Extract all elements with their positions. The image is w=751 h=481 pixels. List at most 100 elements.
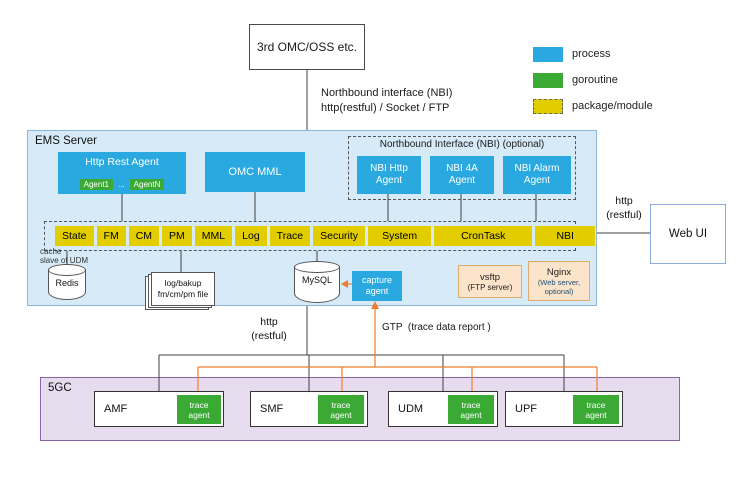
legend-goroutine-swatch (533, 73, 563, 88)
module-state: State (55, 226, 94, 246)
nbi-http-agent-line1: NBI Http (370, 163, 408, 174)
upf-trace-line2: agent (585, 409, 607, 420)
nginx-box: Nginx (Web server, optional) (528, 261, 590, 301)
module-security: Security (313, 226, 366, 246)
module-pm: PM (162, 226, 192, 246)
nf-upf-box: UPF trace agent (505, 391, 623, 427)
redis-cylinder-top (48, 264, 86, 276)
3rd-omc-oss-box: 3rd OMC/OSS etc. (249, 24, 365, 70)
http-right-line2: (restful) (606, 209, 642, 221)
legend-package-swatch (533, 99, 563, 114)
capture-agent-box: capture agent (352, 271, 402, 301)
nbi-alarm-agent-box: NBI Alarm Agent (503, 156, 571, 194)
vsftp-box: vsftp (FTP server) (458, 265, 522, 298)
mysql-db: MySQL (294, 261, 340, 303)
http-bottom-line1: http (260, 316, 278, 328)
nbi-http-agent-line2: Agent (375, 175, 403, 186)
legend-package-label: package/module (572, 100, 653, 112)
omc-mml-box: OMC MML (205, 152, 305, 192)
redis-db: Redis (48, 264, 86, 300)
upf-trace-line1: trace (586, 399, 606, 410)
files-line2: fm/cm/pm file (157, 289, 209, 299)
nf-udm-label: UDM (398, 403, 424, 415)
arrow-up-capture-agent (371, 301, 379, 309)
agent1-goroutine: Agent1 (79, 179, 113, 190)
smf-trace-agent-box: trace agent (318, 395, 364, 424)
nbi-group-title: Northbound Interface (NBI) (optional) (379, 139, 545, 150)
omc-mml-label: OMC MML (228, 166, 282, 178)
3rd-omc-oss-label: 3rd OMC/OSS etc. (256, 40, 358, 54)
redis-note-line2: slave of UDM (40, 256, 89, 265)
http-bottom-line2: (restful) (251, 330, 287, 342)
nginx-line3: optional) (544, 286, 574, 296)
module-system: System (368, 226, 432, 246)
redis-note-line1: cache (40, 247, 62, 256)
http-right-line1: http (615, 195, 633, 207)
http-rest-agent-title: Http Rest Agent (85, 156, 159, 168)
nginx-line2: (Web server, (537, 277, 581, 287)
agentN-goroutine: AgentN (129, 179, 165, 190)
udm-trace-line1: trace (461, 399, 481, 410)
amf-trace-agent-box: trace agent (177, 395, 221, 424)
ems-server-title: EMS Server (35, 135, 97, 147)
mysql-cylinder-top (294, 261, 340, 273)
vsftp-line1: vsftp (479, 271, 501, 283)
nbi-http-agent-box: NBI Http Agent (357, 156, 421, 194)
capture-agent-line2: agent (365, 286, 389, 296)
upf-trace-agent-box: trace agent (573, 395, 619, 424)
http-restful-right-label: http (restful) (598, 194, 650, 222)
files-line1: log/bakup (164, 278, 202, 288)
amf-trace-line1: trace (189, 399, 209, 410)
nbi-note-line2: http(restful) / Socket / FTP (321, 102, 450, 114)
capture-agent-line1: capture (361, 275, 393, 285)
module-nbi: NBI (535, 226, 595, 246)
mysql-label: MySQL (301, 275, 332, 285)
nbi-note: Northbound interface (NBI) http(restful)… (321, 86, 452, 116)
module-fm: FM (96, 226, 126, 246)
nbi-4a-agent-line1: NBI 4A (446, 163, 478, 174)
nbi-note-line1: Northbound interface (NBI) (321, 87, 453, 99)
gtp-label: GTP (trace data report ) (382, 322, 491, 333)
nbi-4a-agent-line2: Agent (448, 175, 476, 186)
web-ui-box: Web UI (650, 204, 726, 264)
module-log: Log (235, 226, 267, 246)
nginx-line1: Nginx (546, 266, 572, 278)
5gc-title: 5GC (48, 382, 72, 394)
module-cm: CM (128, 226, 160, 246)
nf-smf-box: SMF trace agent (250, 391, 368, 427)
module-trace: Trace (269, 226, 311, 246)
redis-label: Redis (55, 278, 79, 288)
mysql-cylinder-body (294, 266, 340, 303)
legend-process-swatch (533, 47, 563, 62)
udm-trace-agent-box: trace agent (448, 395, 494, 424)
nf-upf-label: UPF (515, 403, 537, 415)
http-rest-agent-goroutines: Agent1 ... AgentN (58, 179, 186, 190)
amf-trace-line2: agent (188, 409, 210, 420)
agent-dots: ... (118, 180, 125, 189)
log-backup-files: log/bakup fm/cm/pm file (151, 272, 215, 306)
legend-goroutine-label: goroutine (572, 74, 618, 86)
vsftp-line2: (FTP server) (467, 282, 513, 292)
nf-amf-box: AMF trace agent (94, 391, 224, 427)
nbi-group: Northbound Interface (NBI) (optional) NB… (348, 136, 576, 200)
smf-trace-line2: agent (330, 409, 352, 420)
nbi-alarm-agent-line2: Agent (523, 175, 551, 186)
legend-process-label: process (572, 48, 611, 60)
nf-smf-label: SMF (260, 403, 284, 415)
module-mml: MML (194, 226, 233, 246)
nbi-alarm-agent-line1: NBI Alarm (514, 163, 560, 174)
smf-trace-line1: trace (331, 399, 351, 410)
module-row: State FM CM PM MML Log Trace Security Sy… (44, 221, 595, 251)
http-restful-bottom-label: http (restful) (238, 315, 300, 343)
gtp-connectors (197, 280, 598, 394)
nbi-4a-agent-box: NBI 4A Agent (430, 156, 494, 194)
nf-amf-label: AMF (104, 403, 128, 415)
black-connectors (66, 70, 650, 391)
web-ui-label: Web UI (668, 228, 708, 240)
redis-cache-note: cache slave of UDM (40, 247, 88, 265)
nf-udm-box: UDM trace agent (388, 391, 498, 427)
arrow-left-mysql (341, 280, 348, 288)
http-rest-agent-box: Http Rest Agent Agent1 ... AgentN (58, 152, 186, 194)
